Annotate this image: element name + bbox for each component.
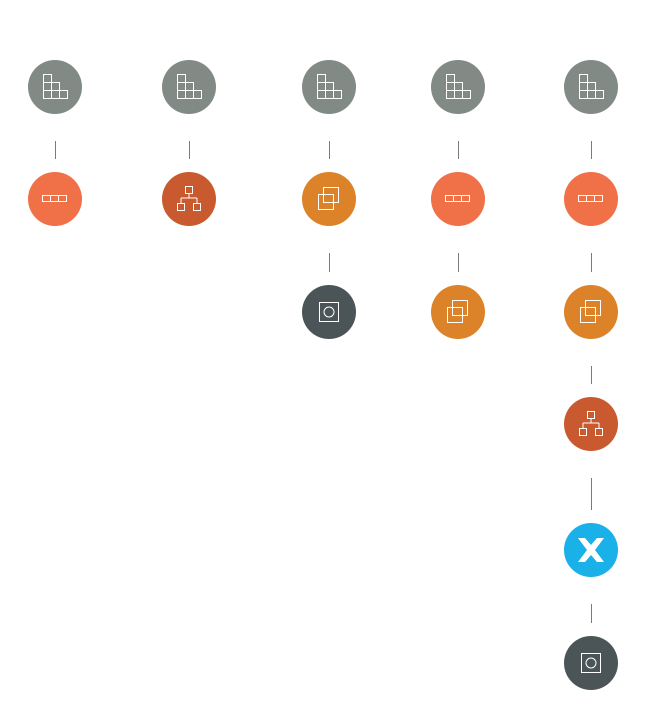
node-stacked-blocks <box>28 60 82 114</box>
node-hierarchy <box>162 172 216 226</box>
node-stacked-blocks <box>302 60 356 114</box>
node-segmented-bar <box>564 172 618 226</box>
node-stacked-blocks <box>162 60 216 114</box>
node-stacked-blocks <box>431 60 485 114</box>
connector-line <box>591 604 592 623</box>
node-overlapping-squares <box>302 172 356 226</box>
overlapping-squares-icon <box>318 187 339 210</box>
x-logo-icon <box>578 538 604 562</box>
node-stacked-blocks <box>564 60 618 114</box>
stacked-blocks-icon <box>177 74 202 99</box>
connector-line <box>458 253 459 272</box>
stacked-blocks-icon <box>43 74 68 99</box>
node-segmented-bar <box>431 172 485 226</box>
node-overlapping-squares <box>431 285 485 339</box>
connector-line <box>329 141 330 159</box>
square-circle-icon <box>581 653 601 673</box>
connector-line <box>329 253 330 272</box>
connector-line <box>189 141 190 159</box>
segmented-bar-icon <box>578 195 603 202</box>
connector-line <box>591 366 592 384</box>
square-circle-icon <box>319 302 339 322</box>
node-x-logo <box>564 523 618 577</box>
stacked-blocks-icon <box>317 74 342 99</box>
overlapping-squares-icon <box>447 300 468 323</box>
segmented-bar-icon <box>42 195 67 202</box>
overlapping-squares-icon <box>580 300 601 323</box>
stacked-blocks-icon <box>446 74 471 99</box>
node-hierarchy <box>564 397 618 451</box>
node-square-circle <box>564 636 618 690</box>
connector-line <box>458 141 459 159</box>
connector-line <box>591 141 592 159</box>
stacked-blocks-icon <box>579 74 604 99</box>
connector-line <box>591 478 592 510</box>
segmented-bar-icon <box>445 195 470 202</box>
node-square-circle <box>302 285 356 339</box>
node-overlapping-squares <box>564 285 618 339</box>
connector-line <box>591 253 592 272</box>
hierarchy-icon <box>177 186 201 211</box>
connector-line <box>55 141 56 159</box>
hierarchy-icon <box>579 411 603 436</box>
node-segmented-bar <box>28 172 82 226</box>
